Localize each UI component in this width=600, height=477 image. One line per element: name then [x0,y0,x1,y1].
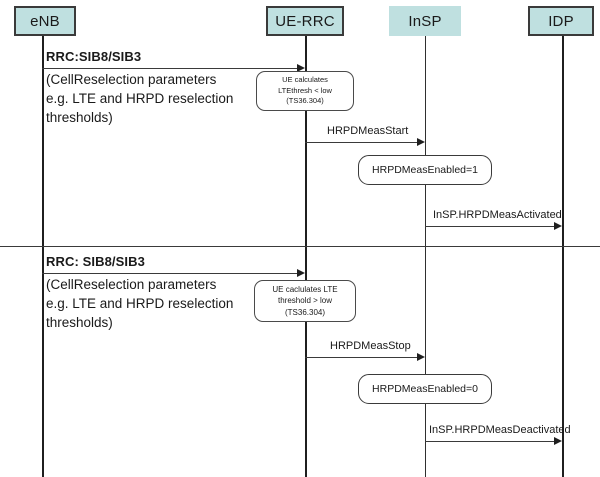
message-label-rrc-sib-1: RRC:SIB8/SIB3 [46,49,142,64]
message-line-insp-hrpd-deactivated [425,441,555,442]
lifeline-line-ue-rrc [305,36,307,477]
message-body-line-1: (CellReselection parameters [46,277,217,292]
message-body-rrc-sib-2: (CellReselection parameters e.g. LTE and… [46,275,233,332]
state-label-hrpd-meas-enabled-1: HRPDMeasEnabled=1 [372,164,478,176]
note-line-1: UE caclulates LTE [272,284,338,294]
lifeline-label-insp: InSP [408,12,442,30]
note-line-2: LTEthresh < low [278,85,332,95]
lifeline-head-idp: IDP [528,6,594,36]
lifeline-label-idp: IDP [548,12,574,30]
state-hrpd-meas-enabled-0: HRPDMeasEnabled=0 [358,374,492,404]
lifeline-line-insp [425,36,426,477]
section-divider [0,246,600,247]
state-label-hrpd-meas-enabled-0: HRPDMeasEnabled=0 [372,383,478,395]
message-body-rrc-sib-1: (CellReselection parameters e.g. LTE and… [46,70,233,127]
message-label-hrpd-meas-stop: HRPDMeasStop [330,340,411,352]
note-line-3: (TS36.304) [284,307,326,317]
note-line-1: UE calculates [282,74,328,84]
message-line-rrc-sib-1 [42,68,300,69]
lifeline-head-enb: eNB [14,6,76,36]
message-label-insp-hrpd-deactivated: InSP.HRPDMeasDeactivated [429,424,571,436]
message-body-line-1: (CellReselection parameters [46,72,217,87]
message-body-line-2: e.g. LTE and HRPD reselection [46,91,234,107]
message-arrowhead-hrpd-meas-stop [417,353,425,361]
message-body-line-3: thresholds) [46,315,113,331]
message-line-rrc-sib-2 [42,273,300,274]
message-arrowhead-rrc-sib-2 [297,269,305,277]
lifeline-label-ue-rrc: UE-RRC [275,12,335,30]
message-line-hrpd-meas-stop [305,357,418,358]
lifeline-line-idp [562,36,564,477]
note-line-2: threshold > low [277,296,333,306]
message-line-hrpd-meas-start [305,142,418,143]
state-hrpd-meas-enabled-1: HRPDMeasEnabled=1 [358,155,492,185]
message-line-insp-hrpd-activated [425,226,555,227]
note-line-3: (TS36.304) [286,96,324,106]
lifeline-line-enb [42,36,44,477]
message-body-line-2: e.g. LTE and HRPD reselection [46,296,234,312]
note-ue-calculates-high: UE caclulates LTE threshold > low (TS36.… [254,280,356,322]
message-body-line-3: thresholds) [46,110,113,126]
note-ue-calculates-low: UE calculates LTEthresh < low (TS36.304) [256,71,354,111]
message-label-rrc-sib-2: RRC: SIB8/SIB3 [46,254,145,269]
message-arrowhead-insp-hrpd-activated [554,222,562,230]
message-arrowhead-hrpd-meas-start [417,138,425,146]
message-label-insp-hrpd-activated: InSP.HRPDMeasActivated [433,209,562,221]
lifeline-head-insp: InSP [389,6,461,36]
message-arrowhead-rrc-sib-1 [297,64,305,72]
message-arrowhead-insp-hrpd-deactivated [554,437,562,445]
lifeline-label-enb: eNB [30,12,60,30]
message-label-hrpd-meas-start: HRPDMeasStart [327,125,409,137]
lifeline-head-ue-rrc: UE-RRC [266,6,344,36]
